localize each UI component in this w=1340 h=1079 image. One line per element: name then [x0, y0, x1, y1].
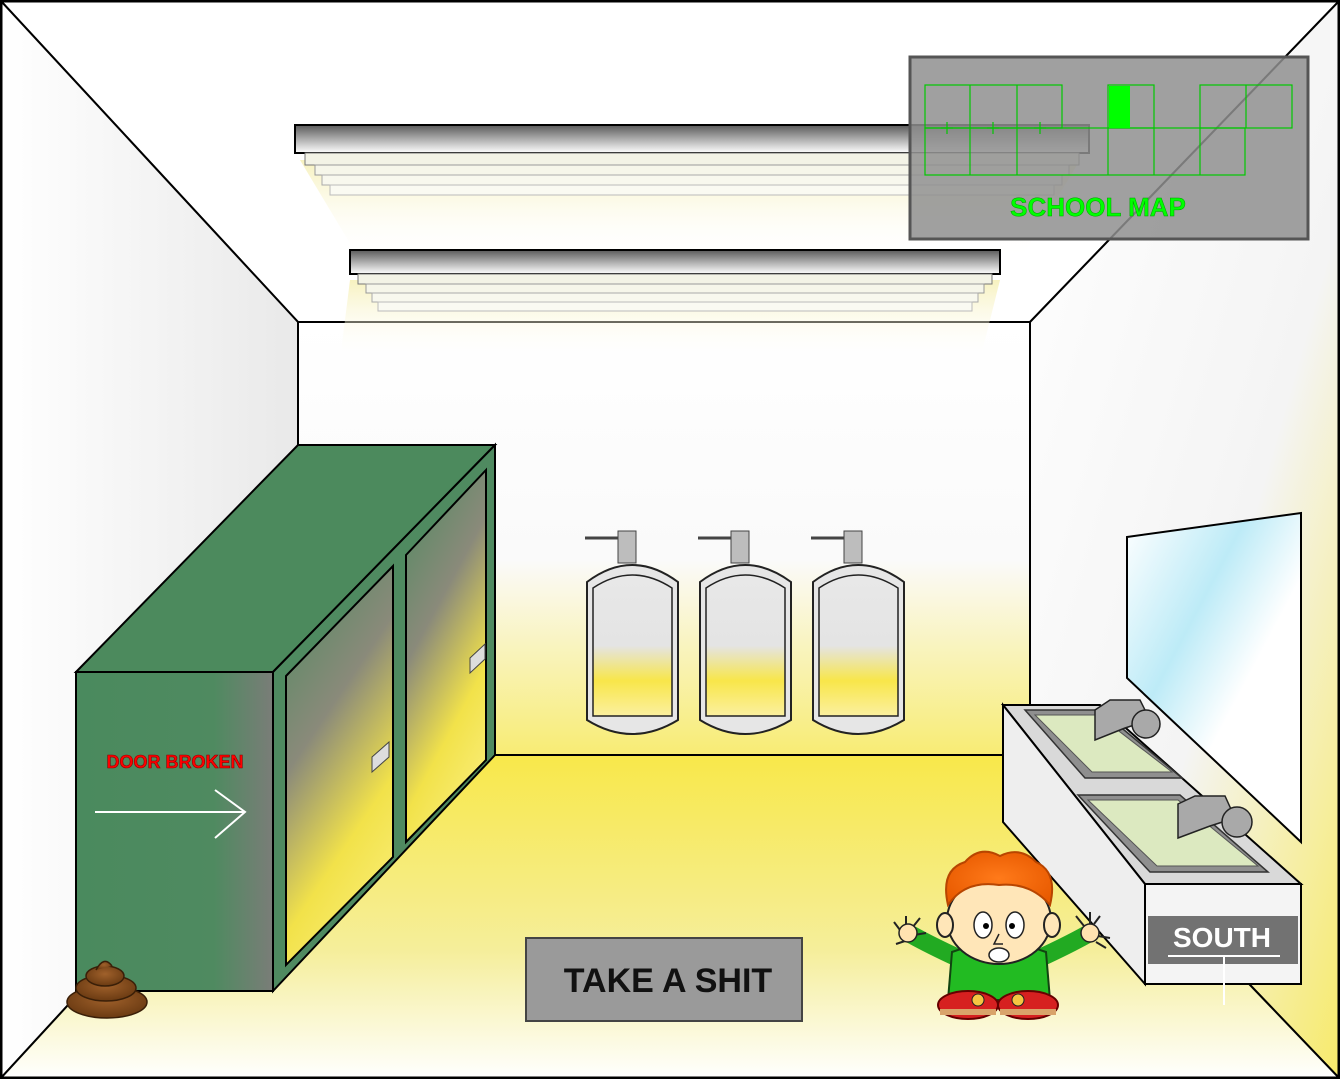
map-grid — [924, 84, 1293, 176]
ceiling-light-front — [294, 124, 1090, 260]
take-a-shit-button[interactable]: TAKE A SHIT — [525, 937, 803, 1022]
south-label: SOUTH — [1173, 922, 1271, 953]
ceiling-light-back — [340, 249, 1001, 360]
stall-door-1 — [285, 563, 394, 968]
urinal — [698, 530, 792, 735]
map-title: SCHOOL MAP — [1010, 192, 1186, 222]
door-handle — [469, 642, 486, 675]
take-a-shit-label: TAKE A SHIT — [564, 962, 773, 1000]
player-character[interactable] — [893, 850, 1111, 1020]
south-exit-button[interactable]: SOUTH — [1148, 916, 1298, 1005]
right-arrow-icon[interactable] — [95, 789, 247, 839]
stall-door-2 — [405, 467, 487, 845]
urinal — [811, 530, 905, 735]
mirror — [1126, 511, 1302, 845]
toilet-stalls — [73, 442, 498, 994]
door-broken-sign: DOOR BROKEN — [106, 752, 243, 772]
map-current-location-marker — [1109, 86, 1130, 128]
urinal — [585, 530, 679, 735]
door-handle — [371, 740, 390, 774]
school-map-panel[interactable]: SCHOOL MAP — [908, 55, 1310, 241]
poop-icon[interactable] — [66, 960, 148, 1019]
